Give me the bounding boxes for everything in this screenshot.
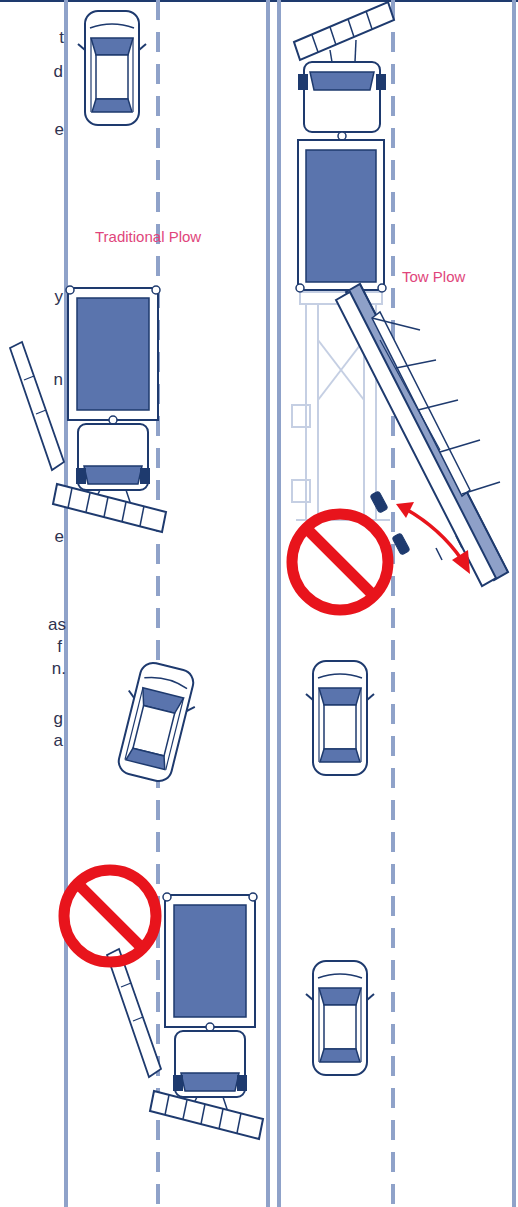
text-fragment: e (55, 120, 64, 140)
tow-plow-trailer-part (370, 491, 388, 513)
top-rule (0, 0, 518, 2)
text-fragment: as (48, 615, 66, 635)
car (109, 658, 203, 785)
tow-plow-truck-part (296, 284, 304, 292)
tow-plow-trailer-part (392, 533, 410, 555)
text-fragment: f (57, 637, 62, 657)
tow-plow-trailer-part (456, 536, 462, 548)
tow-plow-truck-part (306, 150, 376, 282)
swing-arrow-part (452, 550, 470, 574)
text-fragment: g (54, 709, 63, 729)
lane-label: Tow Plow (402, 268, 465, 286)
tow-plow-truck-part (294, 2, 394, 60)
lane-markings-part (277, 0, 281, 1207)
swing-arrow-part (404, 508, 462, 560)
lane-label: Traditional Plow (95, 228, 201, 246)
tow-plow-truck-part (310, 72, 374, 90)
tow-plow-truck-part (348, 19, 354, 37)
tow-plow-truck-part (312, 35, 318, 52)
tow-plow-trailer-part (360, 284, 508, 572)
ghost-trailer-part (318, 340, 364, 400)
text-fragment: t (59, 28, 64, 48)
text-fragment: n. (52, 659, 66, 679)
tow-plow-truck-part (330, 50, 332, 62)
text-fragment: d (54, 62, 63, 82)
tow-plow-truck-part (355, 40, 356, 62)
swing-arrow-part (396, 502, 414, 518)
ghost-trailer-part (318, 340, 364, 400)
tow-plow-truck-part (338, 132, 346, 140)
car (78, 11, 146, 125)
tow-plow-truck (294, 2, 394, 292)
tow-plow-trailer-part (440, 440, 480, 452)
lane-markings-part (512, 0, 516, 1207)
tow-plow-truck-part (298, 140, 384, 290)
tow-plow-trailer-part (436, 548, 442, 560)
no-symbol (292, 514, 388, 610)
no-symbol-part (292, 514, 388, 610)
tow-plow-truck-part (378, 284, 386, 292)
tow-plow-trailer-part (462, 482, 500, 494)
tow-plow-trailer-part (372, 318, 420, 330)
car (306, 661, 374, 775)
tow-plow-trailer-part (380, 340, 440, 450)
ghost-trailer-part (305, 304, 307, 520)
tow-plow-trailer-part (418, 400, 458, 410)
tow-plow-truck-part (330, 27, 336, 45)
tow-plow-truck-part (298, 74, 308, 90)
no-symbol-part (306, 528, 374, 596)
car (306, 961, 374, 1075)
no-symbol-part (78, 884, 142, 948)
lane-markings-part (64, 0, 68, 1207)
tow-plow-truck-part (376, 74, 386, 90)
tow-plow-trailer-part (396, 360, 436, 368)
no-symbol (64, 870, 156, 962)
lane-markings (66, 0, 514, 1207)
text-fragment: a (54, 731, 63, 751)
text-fragment: n (54, 370, 63, 390)
text-fragment: e (55, 527, 64, 547)
lane-markings-part (156, 0, 160, 1207)
tow-plow-truck-part (366, 11, 372, 29)
tow-plow-trailer-part (336, 292, 496, 586)
tow-plow-truck-part (304, 62, 380, 132)
ghost-trailer-part (292, 480, 310, 502)
ghost-trailer-part (292, 405, 310, 427)
tow-plow-trailer (336, 284, 508, 586)
ghost-trailer-part (317, 304, 319, 520)
lane-markings-part (391, 0, 395, 1207)
text-fragment: y (55, 287, 64, 307)
lane-markings-part (266, 0, 270, 1207)
traditional-plow-truck (10, 286, 166, 532)
swing-arrow (396, 502, 470, 574)
no-symbol-part (64, 870, 156, 962)
tow-plow-trailer-part (372, 312, 470, 496)
tow-plow-trailer-part (346, 284, 508, 580)
